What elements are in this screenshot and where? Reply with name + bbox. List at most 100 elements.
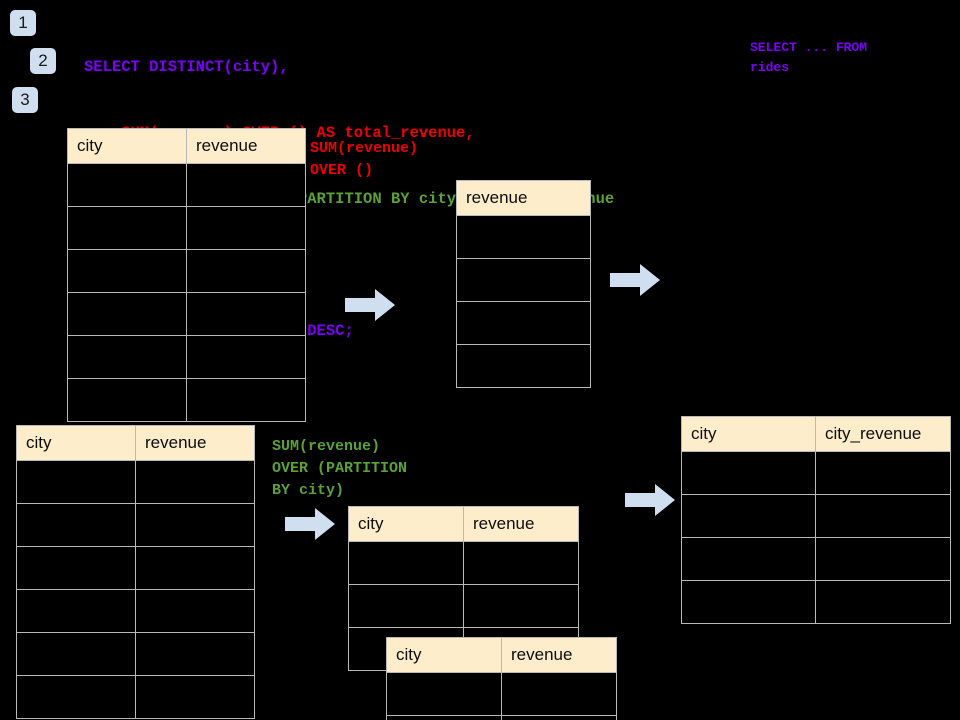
cell-revenue bbox=[186, 206, 306, 250]
table-row bbox=[348, 584, 579, 628]
cell-city-revenue bbox=[815, 580, 951, 624]
cell-city bbox=[681, 451, 816, 495]
column-header-city: city bbox=[348, 506, 464, 542]
cell-revenue bbox=[501, 672, 617, 716]
table-row bbox=[67, 292, 306, 336]
table-row bbox=[456, 258, 591, 302]
table-row bbox=[16, 503, 255, 547]
cell-revenue bbox=[135, 503, 255, 547]
arrow-partition-to-result bbox=[625, 484, 675, 516]
table-row bbox=[67, 335, 306, 379]
cell-city bbox=[386, 672, 502, 716]
arrow-total-to-result bbox=[610, 264, 660, 296]
column-header-revenue: revenue bbox=[463, 506, 579, 542]
table-header-row: city revenue bbox=[386, 637, 617, 673]
cell-city bbox=[16, 503, 136, 547]
column-header-city: city bbox=[681, 416, 816, 452]
table-header-row: revenue bbox=[456, 180, 591, 216]
step-badge-2: 2 bbox=[30, 48, 56, 74]
table-row bbox=[681, 580, 951, 624]
table-row bbox=[67, 163, 306, 207]
column-header-revenue: revenue bbox=[456, 180, 591, 216]
cell-city bbox=[386, 715, 502, 720]
table-row bbox=[456, 344, 591, 388]
cell-revenue bbox=[456, 301, 591, 345]
column-header-city: city bbox=[67, 128, 187, 164]
cell-revenue bbox=[463, 541, 579, 585]
step-badge-1: 1 bbox=[10, 10, 36, 36]
sql-line-1: SELECT DISTINCT(city), bbox=[84, 58, 289, 76]
cell-city bbox=[681, 537, 816, 581]
cell-city bbox=[348, 541, 464, 585]
table-row bbox=[16, 632, 255, 676]
arrow-source-to-total bbox=[345, 289, 395, 321]
table-row bbox=[456, 215, 591, 259]
column-header-city: city bbox=[386, 637, 502, 673]
cell-city bbox=[67, 378, 187, 422]
table-row bbox=[16, 675, 255, 719]
table-rides-source-bottom: city revenue bbox=[16, 425, 255, 719]
table-row bbox=[67, 206, 306, 250]
table-final-result: city city_revenue bbox=[681, 416, 951, 624]
cell-city bbox=[67, 335, 187, 379]
cell-revenue bbox=[186, 378, 306, 422]
cell-city bbox=[348, 584, 464, 628]
table-row bbox=[348, 541, 579, 585]
cell-city bbox=[16, 546, 136, 590]
table-row bbox=[681, 451, 951, 495]
cell-revenue bbox=[135, 546, 255, 590]
cell-city bbox=[681, 580, 816, 624]
column-header-revenue: revenue bbox=[186, 128, 306, 164]
cell-revenue bbox=[463, 584, 579, 628]
cell-revenue bbox=[186, 249, 306, 293]
annotation-sum-over-partition: SUM(revenue) OVER (PARTITION BY city) bbox=[272, 438, 408, 499]
cell-revenue bbox=[456, 258, 591, 302]
cell-city-revenue bbox=[815, 451, 951, 495]
table-row bbox=[681, 537, 951, 581]
column-header-revenue: revenue bbox=[501, 637, 617, 673]
table-row bbox=[456, 301, 591, 345]
table-row bbox=[16, 460, 255, 504]
table-partition-group-front: city revenue bbox=[386, 637, 617, 720]
table-header-row: city revenue bbox=[348, 506, 579, 542]
table-row bbox=[386, 672, 617, 716]
column-header-revenue: revenue bbox=[135, 425, 255, 461]
cell-revenue bbox=[135, 632, 255, 676]
table-row bbox=[67, 249, 306, 293]
column-header-city: city bbox=[16, 425, 136, 461]
annotation-sum-over-empty: SUM(revenue) OVER () bbox=[310, 140, 419, 179]
table-row bbox=[16, 589, 255, 633]
cell-revenue bbox=[456, 344, 591, 388]
cell-revenue bbox=[135, 589, 255, 633]
table-header-row: city revenue bbox=[16, 425, 255, 461]
arrow-source-to-partition bbox=[285, 508, 335, 540]
table-row bbox=[16, 546, 255, 590]
cell-city-revenue bbox=[815, 537, 951, 581]
step-badge-3: 3 bbox=[12, 87, 38, 113]
column-header-city-revenue: city_revenue bbox=[815, 416, 951, 452]
cell-city bbox=[16, 460, 136, 504]
cell-revenue bbox=[456, 215, 591, 259]
cell-revenue bbox=[501, 715, 617, 720]
table-header-row: city revenue bbox=[67, 128, 306, 164]
table-row bbox=[681, 494, 951, 538]
table-total-revenue: revenue bbox=[456, 180, 591, 388]
table-row bbox=[386, 715, 617, 720]
cell-city bbox=[16, 632, 136, 676]
cell-city bbox=[681, 494, 816, 538]
cell-revenue bbox=[135, 460, 255, 504]
cell-revenue bbox=[186, 292, 306, 336]
cell-city bbox=[67, 292, 187, 336]
cell-revenue bbox=[186, 163, 306, 207]
cell-city bbox=[67, 249, 187, 293]
cell-city bbox=[67, 206, 187, 250]
cell-city bbox=[67, 163, 187, 207]
table-header-row: city city_revenue bbox=[681, 416, 951, 452]
table-row bbox=[67, 378, 306, 422]
annotation-select-from-rides: SELECT ... FROM rides bbox=[750, 40, 868, 75]
table-rides-source-top: city revenue bbox=[67, 128, 306, 422]
cell-revenue bbox=[186, 335, 306, 379]
cell-city bbox=[16, 675, 136, 719]
table-partition-group-back: city revenue bbox=[348, 506, 579, 671]
